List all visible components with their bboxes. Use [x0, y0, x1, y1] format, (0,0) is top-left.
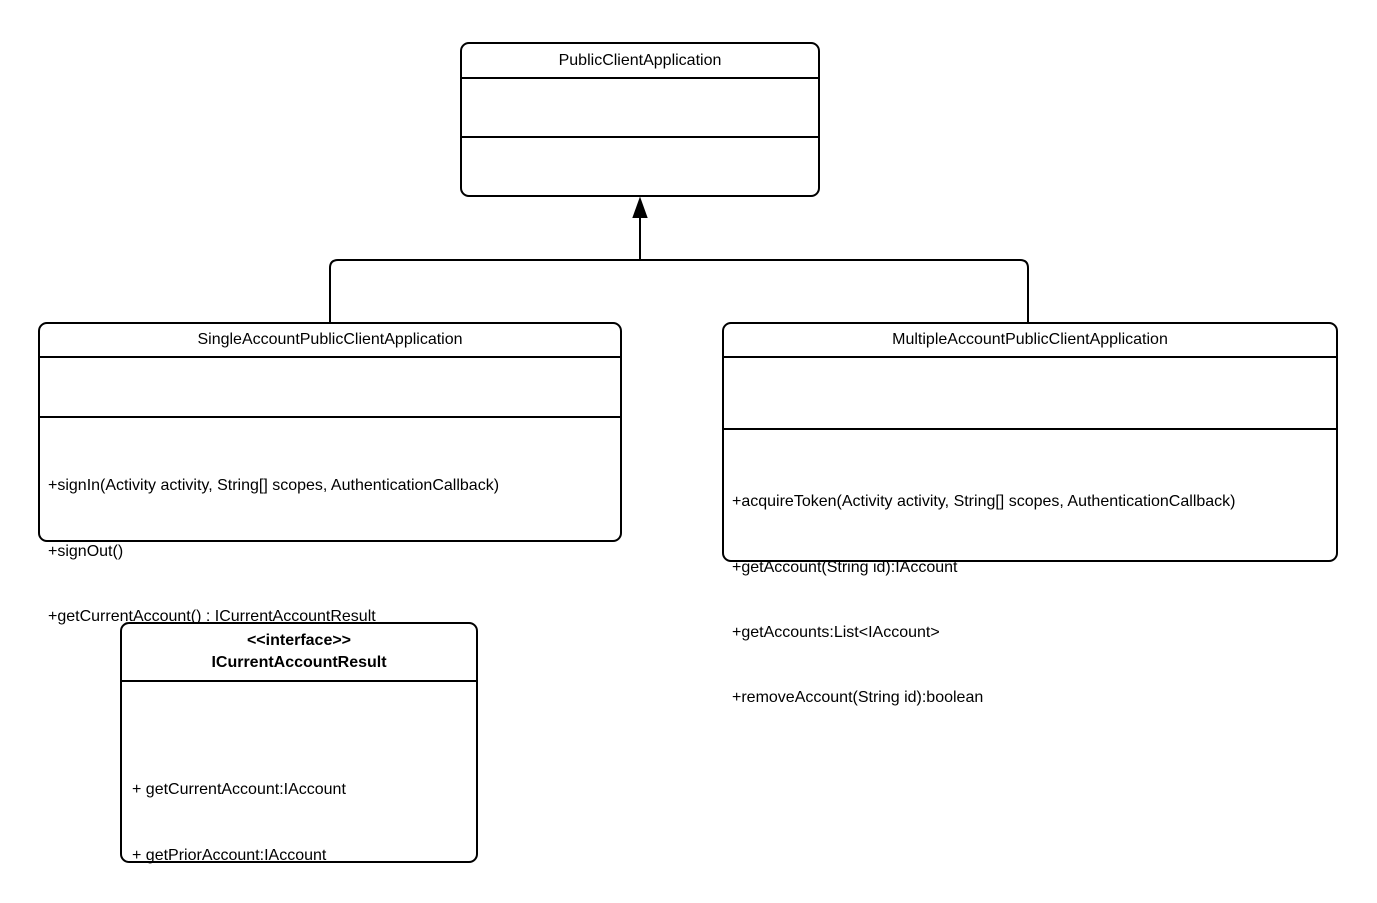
class-name: PublicClientApplication [558, 51, 722, 69]
member-get-prior-account: + getPriorAccount:IAccount [132, 846, 327, 864]
method-acquire-token: +acquireToken(Activity activity, String[… [732, 493, 1236, 511]
method-signin: +signIn(Activity activity, String[] scop… [48, 477, 500, 495]
class-title: MultipleAccountPublicClientApplication [724, 324, 1336, 358]
members-compartment: + getCurrentAccount:IAccount + getPriorA… [122, 682, 476, 903]
methods-compartment: +acquireToken(Activity activity, String[… [724, 430, 1336, 752]
interface-name: ICurrentAccountResult [211, 654, 387, 671]
methods-compartment-empty [462, 138, 818, 195]
method-remove-account: +removeAccount(String id):boolean [732, 688, 984, 706]
fields-compartment-empty [40, 358, 620, 418]
class-box-single-account-public-client-application: SingleAccountPublicClientApplication +si… [38, 322, 622, 625]
fields-compartment-empty [724, 358, 1336, 430]
interface-title: <<interface>> ICurrentAccountResult [122, 624, 476, 682]
method-get-account: +getAccount(String id):IAccount [732, 558, 958, 576]
inheritance-branch-line [329, 259, 1029, 322]
interface-stereotype: <<interface>> [246, 632, 352, 650]
class-box-multiple-account-public-client-application: MultipleAccountPublicClientApplication +… [722, 322, 1338, 706]
arrowhead-icon [632, 196, 648, 218]
class-title: PublicClientApplication [462, 44, 818, 79]
method-get-current-account: +getCurrentAccount() : ICurrentAccountRe… [48, 607, 376, 625]
class-box-public-client-application: PublicClientApplication [460, 42, 820, 197]
method-signout: +signOut() [48, 542, 124, 560]
class-title: SingleAccountPublicClientApplication [40, 324, 620, 358]
member-get-current-account: + getCurrentAccount:IAccount [132, 781, 346, 799]
class-name: SingleAccountPublicClientApplication [197, 331, 463, 349]
methods-compartment: +signIn(Activity activity, String[] scop… [40, 418, 620, 671]
fields-compartment-empty [462, 79, 818, 138]
interface-box-icurrent-account-result: <<interface>> ICurrentAccountResult + ge… [120, 622, 478, 864]
method-get-accounts: +getAccounts:List<IAccount> [732, 623, 940, 641]
class-name: MultipleAccountPublicClientApplication [892, 331, 1168, 349]
